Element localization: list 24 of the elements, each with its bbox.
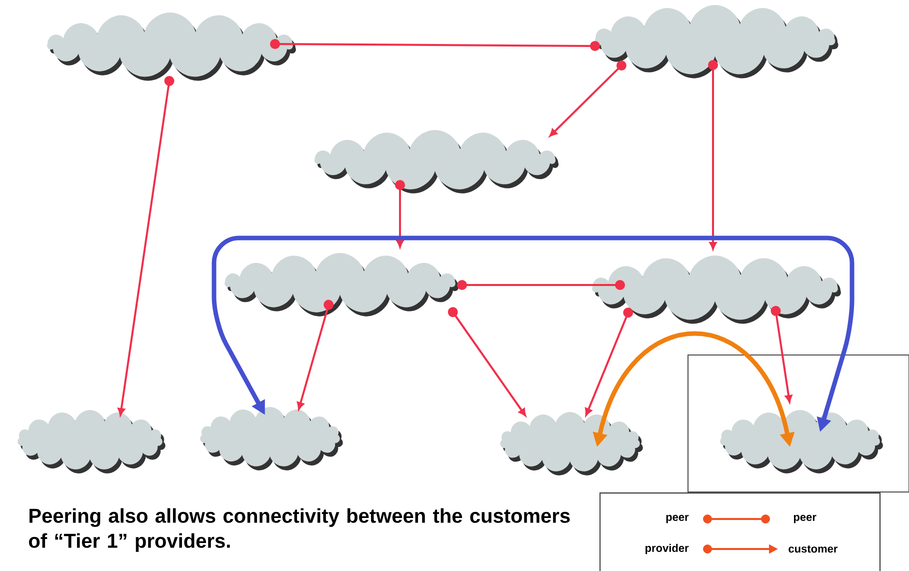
arrow (585, 308, 634, 416)
text-label: peer (794, 514, 816, 524)
arrow (297, 300, 334, 410)
text-label: provider (646, 544, 689, 554)
arrow (457, 280, 625, 290)
arrow (770, 306, 792, 403)
caption: Peering also allows connectivity between the customers of “Tier 1” providers. (29, 508, 570, 552)
cloud (594, 5, 838, 78)
cloud (200, 407, 343, 470)
cloud (314, 130, 559, 194)
arrow (549, 60, 626, 137)
arrow (708, 60, 718, 250)
arrow (270, 39, 600, 51)
arrow (448, 307, 526, 416)
text-label: customer (788, 545, 838, 553)
arrow (395, 180, 405, 248)
cloud (47, 12, 296, 81)
text-label: peer (666, 514, 689, 524)
arrow (118, 76, 174, 416)
cloud (18, 410, 166, 474)
cloud (224, 253, 458, 316)
cloud (720, 410, 883, 474)
cloud (500, 412, 643, 476)
cloud (592, 256, 841, 324)
